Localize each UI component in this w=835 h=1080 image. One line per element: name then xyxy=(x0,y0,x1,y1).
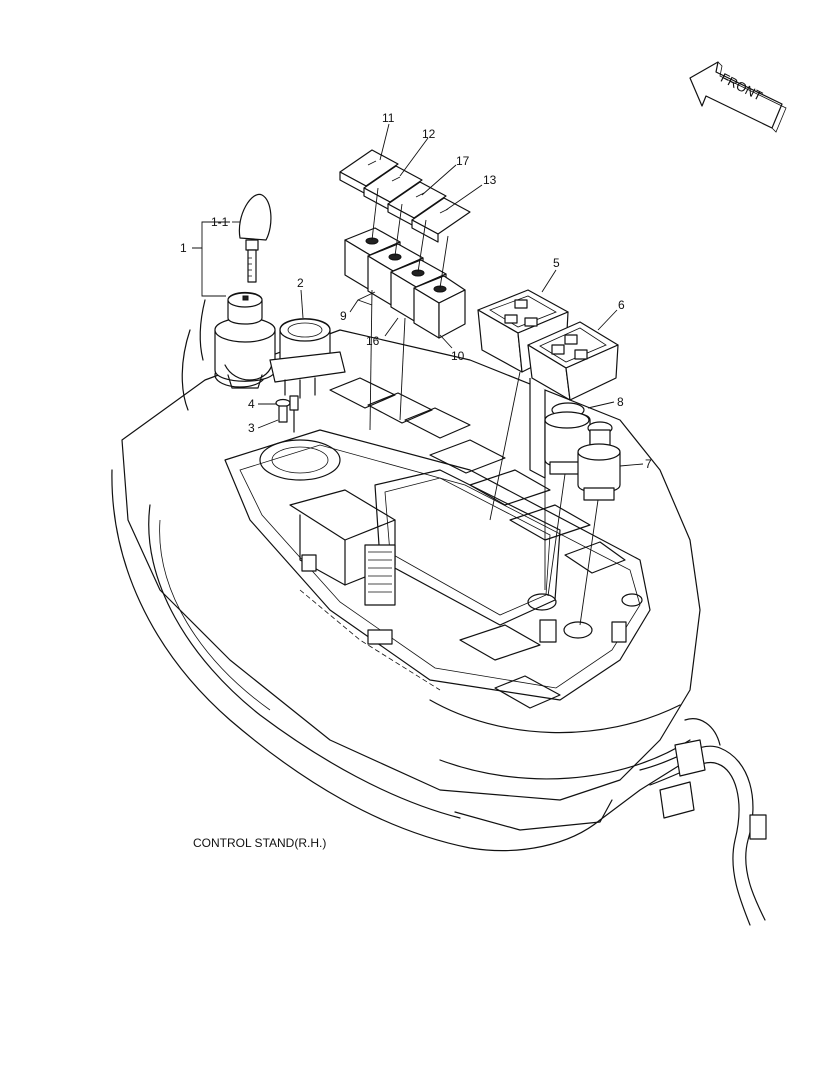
callout-4: 4 xyxy=(248,397,255,411)
callout-labels: 1 1-1 2 3 4 5 6 7 8 9 10 11 12 13 16 17 xyxy=(180,111,652,471)
callout-6: 6 xyxy=(618,298,625,312)
key xyxy=(238,193,272,283)
round-switch xyxy=(269,318,346,399)
screw-parts xyxy=(275,395,299,433)
front-arrow-icon: FRONT xyxy=(689,61,787,133)
callout-13: 13 xyxy=(483,173,497,187)
callout-5: 5 xyxy=(553,256,560,270)
callout-17: 17 xyxy=(456,154,470,168)
rocker-caps xyxy=(339,149,471,243)
callout-16: 16 xyxy=(366,334,380,348)
rocker-switch-bodies xyxy=(344,227,466,339)
callout-3: 3 xyxy=(248,421,255,435)
callout-7: 7 xyxy=(645,457,652,471)
cylinder-switch-7 xyxy=(577,421,621,501)
callout-1: 1 xyxy=(180,241,187,255)
callout-10: 10 xyxy=(451,349,465,363)
callout-11: 11 xyxy=(382,111,395,125)
callout-9: 9 xyxy=(340,309,347,323)
callout-8: 8 xyxy=(617,395,624,409)
key-switch xyxy=(214,291,276,389)
wire-harness xyxy=(639,718,767,926)
leader-lines xyxy=(192,123,644,626)
control-stand-body xyxy=(111,299,701,852)
callout-12: 12 xyxy=(422,127,436,141)
diagram-caption: CONTROL STAND(R.H.) xyxy=(193,836,326,850)
callout-2: 2 xyxy=(297,276,304,290)
callout-1-1: 1-1 xyxy=(211,215,229,229)
